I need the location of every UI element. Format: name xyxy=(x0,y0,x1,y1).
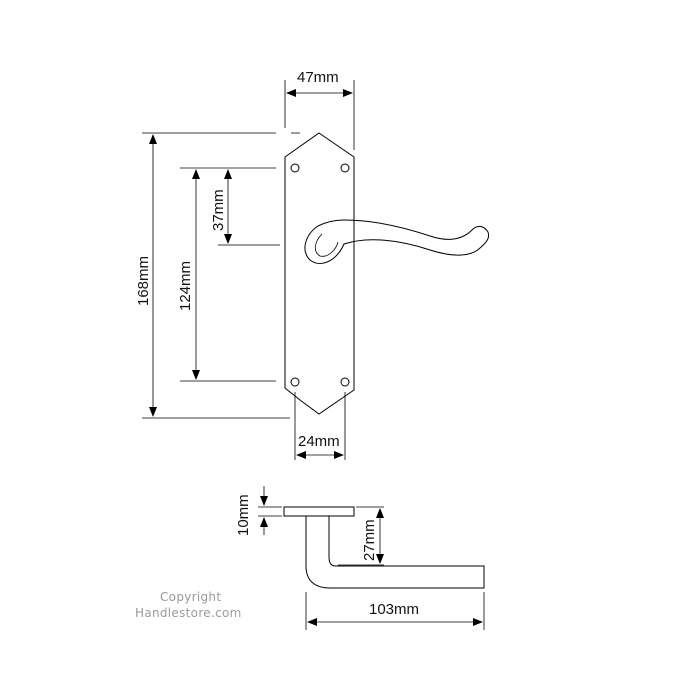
backplate-outline xyxy=(284,132,355,415)
label-lever-projection: 27mm xyxy=(361,519,378,561)
screw-hole-bottom-right xyxy=(340,377,350,387)
dimension-lines xyxy=(149,89,353,459)
side-plate xyxy=(283,506,355,517)
label-lever-offset: 37mm xyxy=(210,189,227,231)
screw-holes xyxy=(290,163,350,387)
screw-hole-top-left xyxy=(290,163,300,173)
label-hole-vertical: 124mm xyxy=(177,261,194,311)
label-hole-horizontal: 24mm xyxy=(298,433,340,450)
extension-lines xyxy=(142,80,355,460)
screw-hole-top-right xyxy=(340,163,350,173)
watermark-site: Handlestore.com xyxy=(135,606,242,620)
lever-handle xyxy=(304,219,490,264)
watermark-copyright: Copyright xyxy=(160,590,221,604)
screw-hole-bottom-left xyxy=(290,377,300,387)
label-overall-height: 168mm xyxy=(135,256,152,306)
label-plate-thickness: 10mm xyxy=(235,494,252,536)
label-lever-length: 103mm xyxy=(369,601,419,618)
label-backplate-width: 47mm xyxy=(297,69,339,86)
side-view xyxy=(258,486,485,630)
side-lever xyxy=(305,516,485,589)
